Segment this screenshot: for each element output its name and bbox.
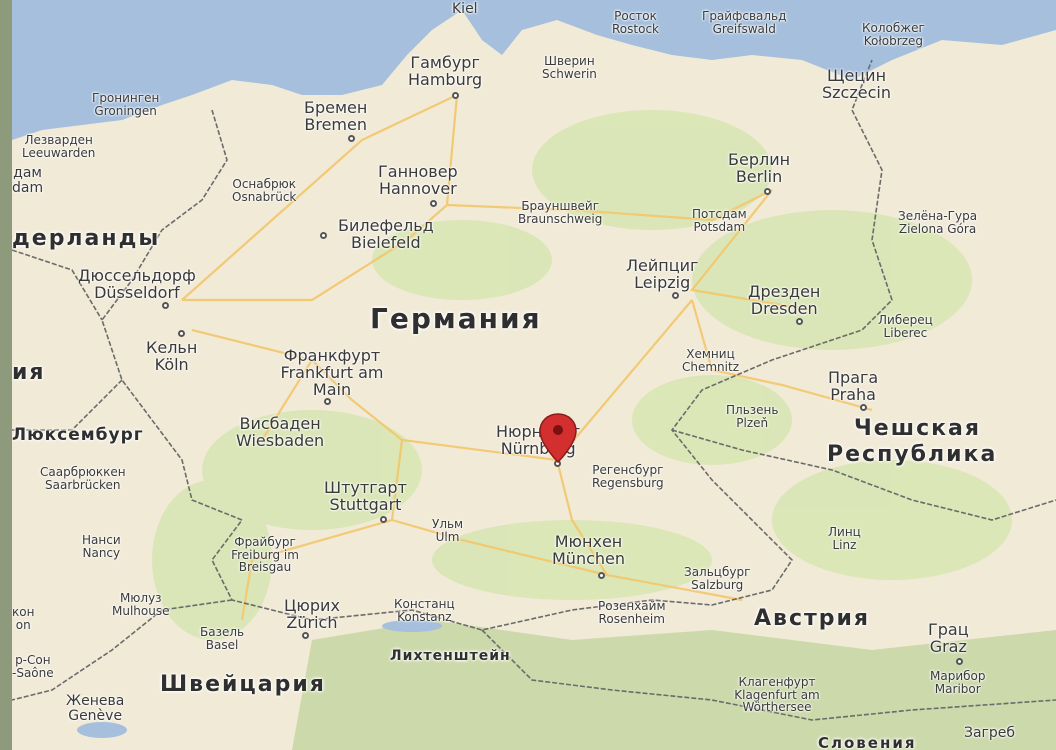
country-label-belgium: ия xyxy=(12,360,46,385)
country-label-austria: Австрия xyxy=(754,606,871,631)
city-dot-frankfurt xyxy=(324,398,331,405)
country-label-netherlands: дерланды xyxy=(12,226,161,251)
city-dot-praha xyxy=(860,404,867,411)
city-label-kiel[interactable]: Kiel xyxy=(452,1,478,17)
city-dot-dresden xyxy=(796,318,803,325)
city-label-chalon[interactable]: р-Сон-Saône xyxy=(12,653,54,680)
country-label-czech-1: Чешская xyxy=(854,416,982,441)
city-dot-munchen xyxy=(598,572,605,579)
country-label-luxembourg: Люксембург xyxy=(12,425,144,445)
city-dot-bielefeld xyxy=(320,232,327,239)
city-dot-leipzig xyxy=(672,292,679,299)
map-pin-icon[interactable] xyxy=(536,412,580,464)
city-label-zagreb[interactable]: Загреб xyxy=(964,725,1016,741)
city-dot-dusseldorf xyxy=(162,302,169,309)
city-dot-stuttgart xyxy=(380,516,387,523)
map-canvas[interactable]: Германия дерланды ия Люксембург Чешская … xyxy=(12,0,1056,750)
country-label-germany: Германия xyxy=(370,302,542,335)
city-dot-hannover xyxy=(430,200,437,207)
country-label-liechtenstein: Лихтенштейн xyxy=(390,648,511,664)
city-dot-bremen xyxy=(348,135,355,142)
country-label-czech-2: Республика xyxy=(827,442,998,467)
city-dot-zurich xyxy=(302,632,309,639)
map-base xyxy=(12,0,1056,750)
country-label-switzerland: Швейцария xyxy=(160,672,326,697)
city-dot-koln xyxy=(178,330,185,337)
country-label-slovenia: Словения xyxy=(818,734,917,750)
city-dot-hamburg xyxy=(452,92,459,99)
city-dot-berlin xyxy=(764,188,771,195)
city-dot-graz xyxy=(956,658,963,665)
